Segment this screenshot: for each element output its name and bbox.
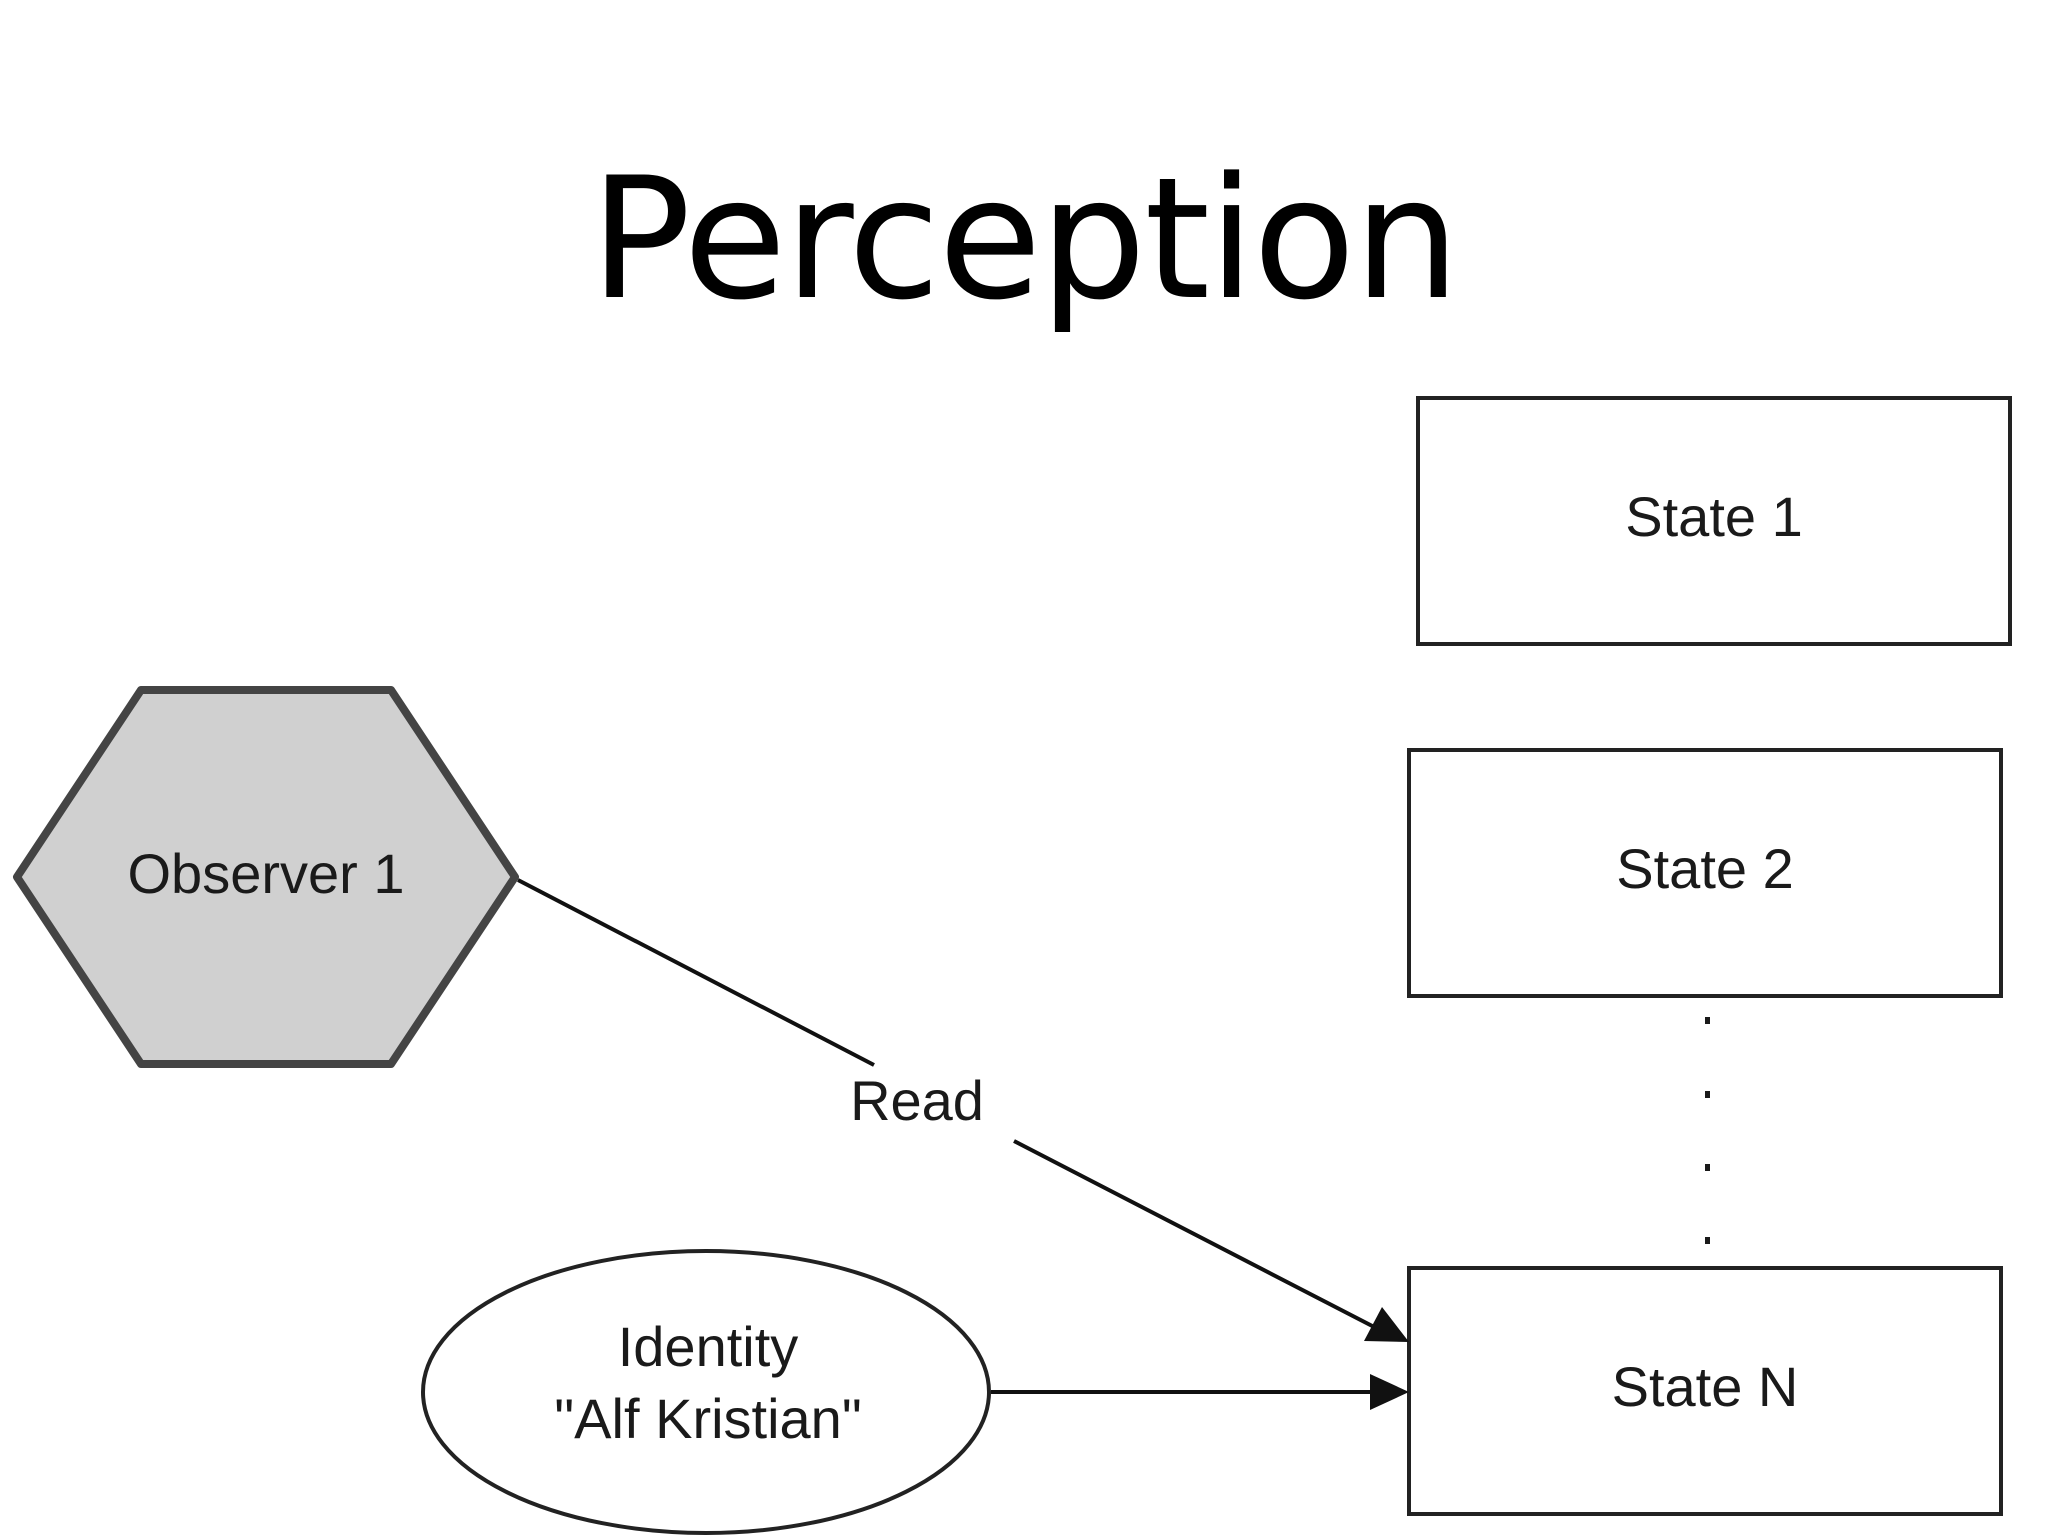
state-1-label: State 1 bbox=[1625, 485, 1802, 548]
read-edge-arrowhead bbox=[1364, 1307, 1409, 1342]
ellipsis-dot bbox=[1705, 1091, 1710, 1098]
read-edge-line-start bbox=[517, 878, 875, 1067]
ellipsis-dots bbox=[1705, 1017, 1710, 1244]
identity-edge-arrowhead bbox=[1370, 1374, 1409, 1410]
state-2-label: State 2 bbox=[1616, 837, 1793, 900]
ellipsis-dot bbox=[1705, 1017, 1710, 1024]
state-n-node: State N bbox=[1407, 1266, 2003, 1516]
state-n-label: State N bbox=[1612, 1355, 1799, 1418]
read-edge: Read bbox=[517, 878, 1409, 1342]
slide-title: Perception bbox=[589, 141, 1460, 337]
identity-node: Identity "Alf Kristian" bbox=[421, 1249, 991, 1535]
identity-label-line1: Identity bbox=[618, 1315, 799, 1378]
ellipsis-dot bbox=[1705, 1164, 1710, 1171]
identity-edge bbox=[991, 1374, 1409, 1410]
state-1-node: State 1 bbox=[1416, 396, 2012, 646]
read-edge-line-end bbox=[1013, 1139, 1381, 1332]
ellipsis-dot bbox=[1705, 1237, 1710, 1244]
read-edge-label: Read bbox=[850, 1069, 984, 1132]
identity-label-line2: "Alf Kristian" bbox=[554, 1387, 861, 1450]
observer-node: Observer 1 bbox=[13, 686, 519, 1068]
state-2-node: State 2 bbox=[1407, 748, 2003, 998]
observer-label: Observer 1 bbox=[128, 842, 405, 905]
